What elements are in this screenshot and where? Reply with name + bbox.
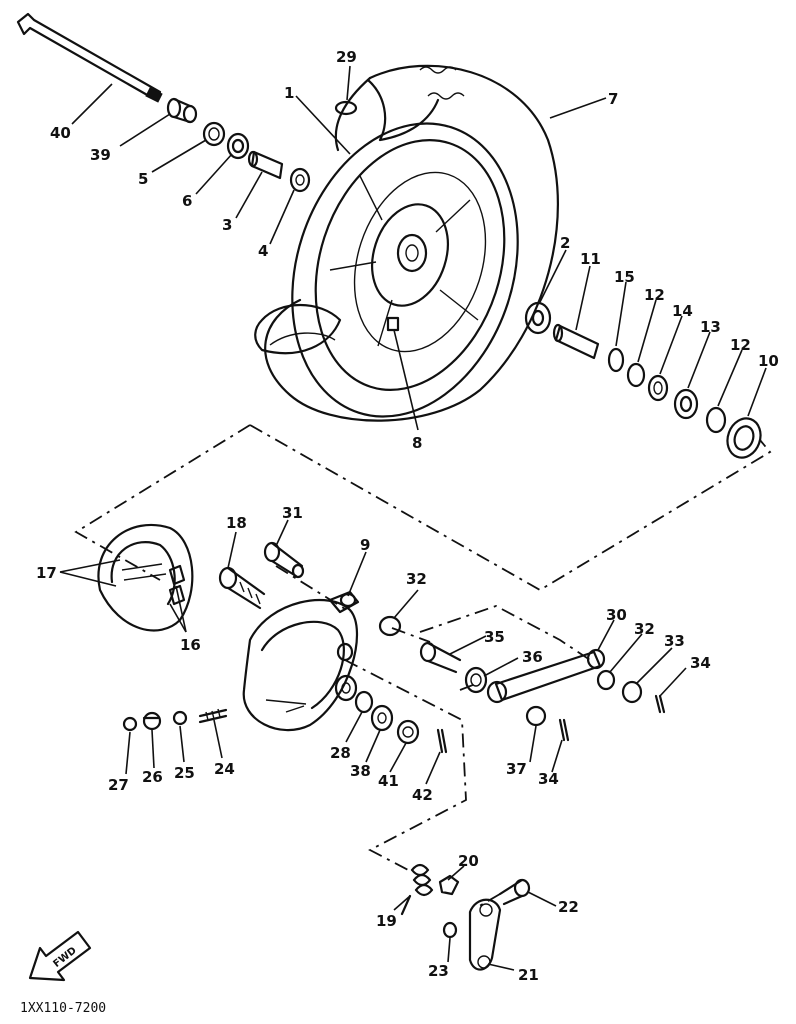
nut-37 xyxy=(525,705,547,727)
cotter-pin-34b xyxy=(558,718,570,742)
callout-9: 9 xyxy=(360,536,370,554)
collar-39 xyxy=(166,97,198,124)
forward-arrow-icon: FWD xyxy=(28,930,92,982)
valve-8 xyxy=(386,316,400,332)
brake-arm-21 xyxy=(468,898,502,971)
bearing-6 xyxy=(226,132,250,160)
callout-11: 11 xyxy=(580,250,601,268)
oil-seal-5 xyxy=(202,121,226,147)
spacer-flange-4 xyxy=(289,167,311,193)
spacer-3 xyxy=(247,150,284,180)
callout-8: 8 xyxy=(412,434,422,452)
callout-24: 24 xyxy=(214,760,235,778)
collar-11 xyxy=(552,323,600,360)
washer-14 xyxy=(647,374,669,402)
callout-1: 1 xyxy=(284,84,294,102)
washer-12a xyxy=(626,362,646,388)
callout-4: 4 xyxy=(258,242,268,260)
callout-38: 38 xyxy=(350,762,371,780)
brake-shoes-17 xyxy=(97,523,194,632)
callout-2: 2 xyxy=(560,234,570,252)
callout-30: 30 xyxy=(606,606,627,624)
cotter-pin-42 xyxy=(436,728,448,754)
indicator-20 xyxy=(438,874,460,896)
callout-5: 5 xyxy=(138,170,148,188)
callout-42: 42 xyxy=(412,786,433,804)
drawing-code: 1XX110-7200 xyxy=(20,1001,106,1016)
callout-31: 31 xyxy=(282,504,303,522)
tire-7 xyxy=(254,64,559,422)
circlip-15 xyxy=(607,347,625,373)
callout-32b: 32 xyxy=(634,620,655,638)
collar-36 xyxy=(464,666,488,694)
callout-34a: 34 xyxy=(690,654,711,672)
bearing-13 xyxy=(673,388,699,420)
o-ring-28 xyxy=(354,690,374,714)
callout-35: 35 xyxy=(484,628,505,646)
assembly-lines xyxy=(74,424,772,909)
callout-27: 27 xyxy=(108,776,129,794)
bolt-35 xyxy=(419,641,462,674)
adjuster-small-parts xyxy=(122,708,228,732)
spring-19 xyxy=(400,863,434,916)
callout-6: 6 xyxy=(182,192,192,210)
callout-17: 17 xyxy=(36,564,57,582)
callout-28: 28 xyxy=(330,744,351,762)
bolt-22 xyxy=(498,878,531,906)
callout-7: 7 xyxy=(608,90,618,108)
callout-22: 22 xyxy=(558,898,579,916)
callout-13: 13 xyxy=(700,318,721,336)
callout-18: 18 xyxy=(226,514,247,532)
brake-shoe-plate-9 xyxy=(242,590,360,732)
callout-29: 29 xyxy=(336,48,357,66)
callout-10: 10 xyxy=(758,352,779,370)
leader-lines xyxy=(59,65,767,971)
callout-39: 39 xyxy=(90,146,111,164)
callout-26: 26 xyxy=(142,768,163,786)
callout-labels: 40 39 5 6 3 4 29 1 7 2 11 15 12 14 13 12… xyxy=(36,48,779,984)
axle xyxy=(16,12,163,103)
callout-36: 36 xyxy=(522,648,543,666)
cotter-pin-34a xyxy=(654,694,666,714)
balance-weight-29 xyxy=(334,100,358,116)
callout-16: 16 xyxy=(180,636,201,654)
callout-32a: 32 xyxy=(406,570,427,588)
callout-15: 15 xyxy=(614,268,635,286)
oil-seal-10 xyxy=(726,417,762,459)
callout-20: 20 xyxy=(458,852,479,870)
callout-12a: 12 xyxy=(644,286,665,304)
callout-34b: 34 xyxy=(538,770,559,788)
nut-33 xyxy=(621,680,643,704)
callout-37: 37 xyxy=(506,760,527,778)
callout-21: 21 xyxy=(518,966,539,984)
bearing-2 xyxy=(524,301,552,335)
washer-12b xyxy=(705,406,727,434)
callout-3: 3 xyxy=(222,216,232,234)
callout-40: 40 xyxy=(50,124,71,142)
nut-23 xyxy=(442,921,458,939)
nut-41 xyxy=(396,719,420,745)
washer-32a xyxy=(378,615,402,637)
pin-18 xyxy=(218,566,266,610)
rim-1 xyxy=(291,122,519,418)
callout-33: 33 xyxy=(664,632,685,650)
washer-32b xyxy=(596,669,616,691)
callout-25: 25 xyxy=(174,764,195,782)
callout-14: 14 xyxy=(672,302,693,320)
callout-23: 23 xyxy=(428,962,449,980)
brake-cam-31 xyxy=(263,541,305,579)
callout-19: 19 xyxy=(376,912,397,930)
callout-41: 41 xyxy=(378,772,399,790)
washer-38 xyxy=(370,704,394,732)
callout-12b: 12 xyxy=(730,336,751,354)
